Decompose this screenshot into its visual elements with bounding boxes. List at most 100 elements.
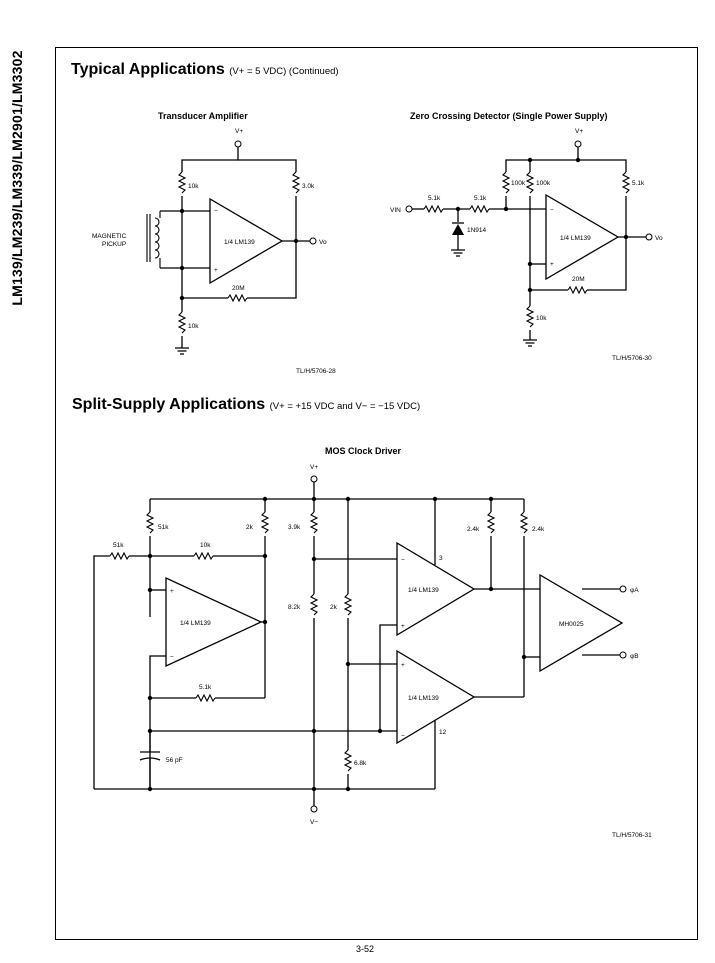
page-frame bbox=[55, 47, 698, 940]
mos-phi-b-label: φB bbox=[630, 653, 639, 660]
mos-r3k9-label: 3.9k bbox=[288, 524, 301, 531]
zc-vin-label: VIN bbox=[390, 207, 401, 214]
transducer-output-label: Vo bbox=[319, 239, 327, 246]
mos-phi-b-terminal bbox=[619, 651, 627, 659]
mos-resistor-3k9 bbox=[309, 511, 319, 534]
mos-resistor-2k-b bbox=[343, 593, 353, 616]
zc-ground bbox=[523, 339, 537, 347]
transducer-opamp bbox=[209, 197, 284, 285]
mos-resistor-2k4-a bbox=[486, 511, 496, 534]
zc-ground-diode bbox=[451, 249, 465, 257]
zc-opamp bbox=[545, 193, 620, 281]
diode-icon bbox=[452, 224, 464, 235]
transducer-amplifier-schematic: V+ 10k 3.0k 1/4 LM139 − + MAGNETIC PICKU… bbox=[92, 128, 327, 355]
mos-driver-mh0025 bbox=[539, 573, 624, 673]
mos-opamp3-plus: + bbox=[401, 662, 405, 669]
zc-feedback-label: 20M bbox=[572, 276, 585, 283]
mos-phi-a-terminal bbox=[619, 585, 627, 593]
zc-r-bottom-label: 10k bbox=[536, 315, 547, 322]
r-top-left-label: 10k bbox=[188, 183, 199, 190]
mos-title: MOS Clock Driver bbox=[325, 446, 402, 456]
mos-r51k-b-label: 51k bbox=[158, 524, 169, 531]
mos-phi-a-label: φA bbox=[630, 587, 639, 594]
mos-resistor-5k1 bbox=[195, 693, 216, 703]
mos-r8k2-label: 8.2k bbox=[288, 604, 301, 611]
mos-vminus-label: V− bbox=[310, 819, 318, 826]
magnetic-pickup-coil bbox=[154, 211, 161, 268]
mos-vminus-terminal bbox=[310, 805, 318, 813]
zc-vin-terminal bbox=[405, 205, 413, 213]
mos-pin12-label: 12 bbox=[439, 729, 447, 736]
zc-resistor-5k1-in bbox=[423, 204, 444, 214]
mos-resistor-8k2 bbox=[309, 593, 319, 616]
mos-r2k-b-label: 2k bbox=[330, 604, 338, 611]
typical-condition: (V+ = 5 VDC) (Continued) bbox=[229, 66, 339, 77]
transducer-vplus-label: V+ bbox=[235, 128, 243, 135]
mos-driver-label: MH0025 bbox=[559, 621, 584, 628]
zc-output-label: Vo bbox=[655, 235, 663, 242]
mos-resistor-10k bbox=[193, 551, 214, 561]
mos-resistor-2k4-b bbox=[519, 511, 529, 534]
mos-r51k-a-label: 51k bbox=[113, 542, 124, 549]
mos-opamp-2 bbox=[396, 541, 476, 637]
mos-resistor-2k-a bbox=[260, 511, 270, 534]
mos-resistor-51k-vertical bbox=[145, 511, 155, 534]
zc-vplus-label: V+ bbox=[575, 128, 583, 135]
zc-feedback-resistor bbox=[567, 285, 588, 295]
mos-vplus-terminal bbox=[310, 475, 318, 483]
zc-r3-label: 100k bbox=[511, 180, 526, 187]
zc-r4-label: 100k bbox=[536, 180, 551, 187]
r-top-right-label: 3.0k bbox=[302, 183, 315, 190]
resistor-10k-bottom bbox=[177, 311, 187, 334]
transducer-plus: + bbox=[214, 267, 218, 274]
zc-resistor-100k-b bbox=[525, 171, 535, 194]
vplus-terminal bbox=[234, 140, 242, 148]
mos-clock-driver-schematic: V+ V− 51k 51k 10k bbox=[93, 464, 639, 826]
typical-applications-heading: Typical Applications (V+ = 5 VDC) (Conti… bbox=[71, 61, 339, 79]
zc-resistor-10k-bottom bbox=[525, 305, 535, 328]
typical-title: Typical Applications bbox=[71, 61, 225, 78]
zc-resistor-5k1-top bbox=[621, 171, 631, 194]
transducer-ref: TL/H/5706-28 bbox=[296, 368, 336, 375]
zc-resistor-5k1-mid bbox=[469, 204, 490, 214]
split-condition: (V+ = +15 VDC and V− = −15 VDC) bbox=[269, 401, 421, 412]
mos-opamp1-plus: + bbox=[170, 588, 174, 595]
transducer-minus: − bbox=[214, 208, 218, 215]
zc-vplus-terminal bbox=[574, 140, 582, 148]
mos-opamp1-label: 1/4 LM139 bbox=[180, 620, 211, 627]
pickup-label-1: MAGNETIC bbox=[92, 233, 127, 240]
zc-r1-label: 5.1k bbox=[428, 195, 441, 202]
mos-opamp2-label: 1/4 LM139 bbox=[408, 587, 439, 594]
mos-opamp3-minus: − bbox=[401, 733, 405, 740]
mos-vplus-label: V+ bbox=[310, 464, 318, 471]
zc-opamp-label: 1/4 LM139 bbox=[560, 235, 591, 242]
mos-r2k-a-label: 2k bbox=[246, 524, 254, 531]
zc-output-terminal bbox=[645, 233, 653, 241]
page-number: 3-52 bbox=[356, 944, 375, 954]
resistor-10k-top bbox=[177, 171, 187, 194]
zero-crossing-schematic: V+ 100k 100k 5.1k VIN 5.1k 5.1k 1N914 bbox=[390, 128, 663, 347]
transducer-output-terminal bbox=[309, 237, 317, 245]
mos-r2k4-b-label: 2.4k bbox=[532, 526, 545, 533]
mos-pin3-label: 3 bbox=[439, 555, 443, 562]
mos-r6k8-label: 6.8k bbox=[354, 760, 367, 767]
mos-opamp3-label: 1/4 LM139 bbox=[408, 695, 439, 702]
split-title: Split-Supply Applications bbox=[72, 396, 266, 413]
transducer-title: Transducer Amplifier bbox=[158, 111, 248, 121]
ground-icon bbox=[175, 347, 189, 355]
zc-diode-label: 1N914 bbox=[467, 227, 487, 234]
split-supply-heading: Split-Supply Applications (V+ = +15 VDC … bbox=[72, 396, 420, 414]
mos-resistor-6k8 bbox=[343, 749, 353, 772]
mos-r10k-label: 10k bbox=[200, 542, 211, 549]
zc-resistor-100k-a bbox=[501, 171, 511, 194]
zc-r2-label: 5.1k bbox=[474, 195, 487, 202]
mos-r5k1-label: 5.1k bbox=[199, 684, 212, 691]
feedback-resistor-20m bbox=[227, 293, 248, 303]
zc-r5-label: 5.1k bbox=[632, 180, 645, 187]
pickup-label-2: PICKUP bbox=[102, 241, 126, 248]
zero-crossing-ref: TL/H/5706-30 bbox=[612, 355, 652, 362]
zero-crossing-title: Zero Crossing Detector (Single Power Sup… bbox=[410, 111, 608, 121]
transducer-opamp-label: 1/4 LM139 bbox=[224, 239, 255, 246]
mos-opamp2-plus: + bbox=[401, 623, 405, 630]
